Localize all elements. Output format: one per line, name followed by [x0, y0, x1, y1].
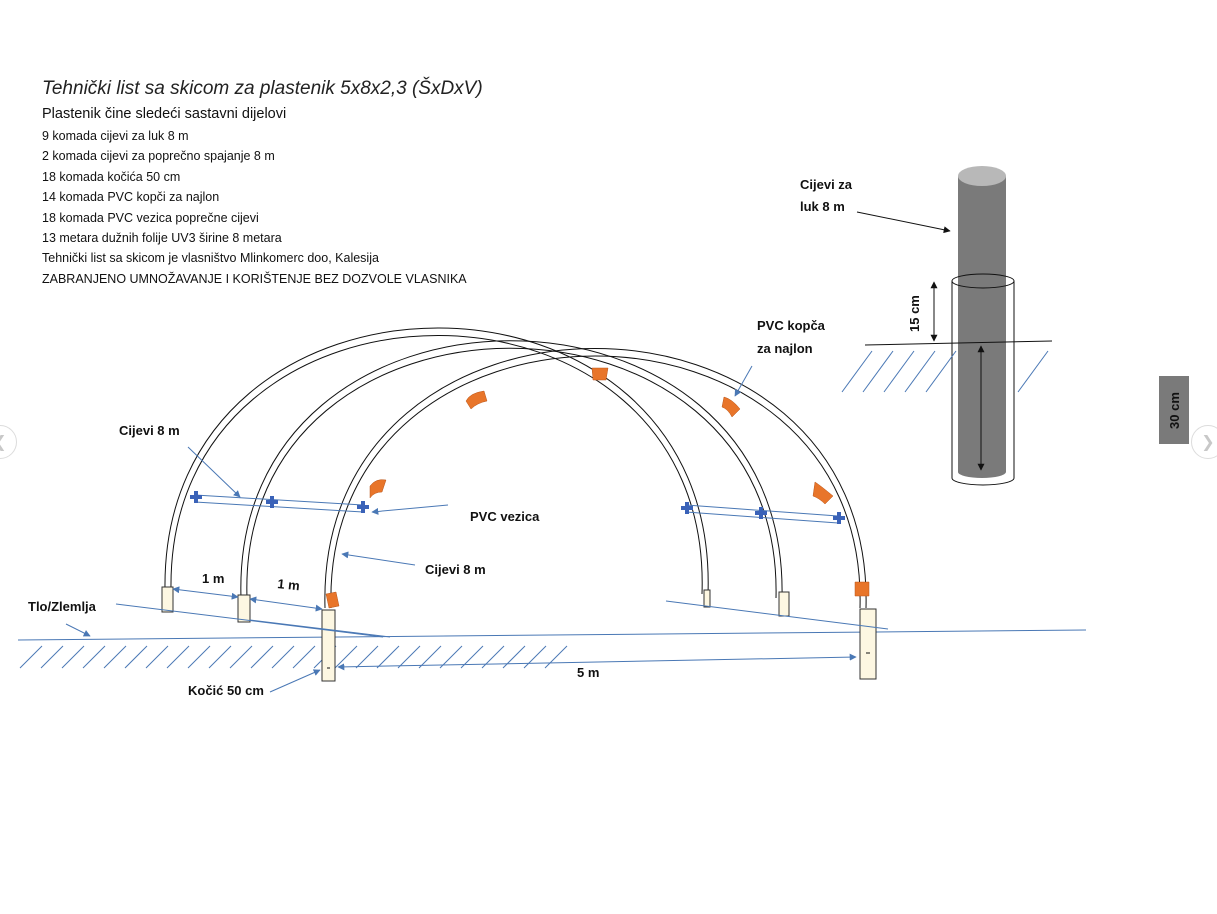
arch-middle-inner: [246, 347, 777, 599]
clip-icon: [812, 481, 834, 505]
label-pvc-kopca-line1: PVC kopča: [757, 318, 826, 333]
stake: [161, 586, 174, 613]
spec-title: Tehnički list sa skicom za plastenik 5x8…: [42, 78, 483, 99]
base-lines: [249, 600, 889, 638]
pvc-kopca-clips: [325, 367, 870, 609]
chevron-left-icon: ❮: [0, 432, 7, 452]
spec-item: 2 komada cijevi za poprečno spajanje 8 m: [42, 149, 275, 164]
dimension-arrows: [172, 586, 857, 671]
spec-item-ownership: Tehnički list sa skicom je vlasništvo Ml…: [42, 251, 379, 266]
connector-icon: [833, 512, 845, 524]
label-cijevi-za-line1: Cijevi za: [800, 177, 853, 192]
stake: [778, 591, 790, 617]
label-pvc-kopca-line2: za najlon: [757, 341, 813, 356]
stake: [237, 594, 251, 623]
dim-30cm-tab: 30 cm: [1159, 376, 1189, 444]
spec-item-copyright: ZABRANJENO UMNOŽAVANJE I KORIŠTENJE BEZ …: [42, 271, 467, 286]
clip-icon: [325, 591, 340, 609]
clip-icon: [465, 390, 488, 410]
ground: [17, 629, 1087, 669]
arch-back: [164, 327, 709, 595]
label-cijevi-8m-top: Cijevi 8 m: [119, 423, 180, 438]
label-cijevi-8m-mid: Cijevi 8 m: [425, 562, 486, 577]
spec-item: 18 komada PVC vezica poprečne cijevi: [42, 210, 259, 225]
arch-front: [324, 348, 867, 609]
pvc-vezica-connectors: [190, 491, 845, 524]
clip-icon: [369, 479, 387, 499]
dim-5m: 5 m: [577, 665, 599, 680]
dim-15cm: 15 cm: [907, 295, 922, 332]
label-tlo: Tlo/Zlemlja: [28, 599, 97, 614]
dim-30cm: 30 cm: [1166, 391, 1182, 429]
spec-item: 9 komada cijevi za luk 8 m: [42, 129, 189, 143]
connector-icon: [266, 496, 278, 508]
arch-middle: [240, 340, 783, 599]
stake: [703, 589, 711, 608]
label-cijevi-za-line2: luk 8 m: [800, 199, 845, 214]
label-pointers: [65, 365, 753, 693]
spec-item: 18 komada kočića 50 cm: [42, 169, 181, 184]
connector-icon: [681, 502, 693, 514]
arch-back-inner: [170, 335, 703, 595]
dim-1m-a: 1 m: [202, 571, 224, 586]
spec-sheet: Tehnički list sa skicom za plastenik 5x8…: [42, 78, 562, 289]
nav-next-button[interactable]: ❯: [1191, 425, 1217, 459]
label-pvc-vezica: PVC vezica: [470, 509, 540, 524]
spec-subtitle: Plastenik čine sledeći sastavni dijelovi: [42, 106, 287, 122]
stake: [321, 609, 336, 682]
stakes: [161, 586, 877, 682]
clip-icon: [591, 367, 609, 381]
label-kocic: Kočić 50 cm: [188, 683, 264, 698]
clip-icon: [721, 396, 741, 418]
pipe-detail: 15 cm Cijevi za luk 8 m: [800, 166, 1053, 486]
connector-icon: [190, 491, 202, 503]
chevron-right-icon: ❯: [1201, 434, 1215, 451]
connector-icon: [755, 507, 767, 519]
spec-item: 13 metara dužnih folije UV3 širine 8 met…: [42, 231, 282, 246]
stake: [859, 608, 877, 680]
arches: [164, 327, 867, 609]
dim-1m-b: 1 m: [277, 576, 301, 593]
clip-icon: [854, 581, 870, 597]
connector-icon: [357, 501, 369, 513]
arch-front-inner: [330, 355, 861, 609]
spec-item: 14 komada PVC kopči za najlon: [42, 190, 220, 205]
